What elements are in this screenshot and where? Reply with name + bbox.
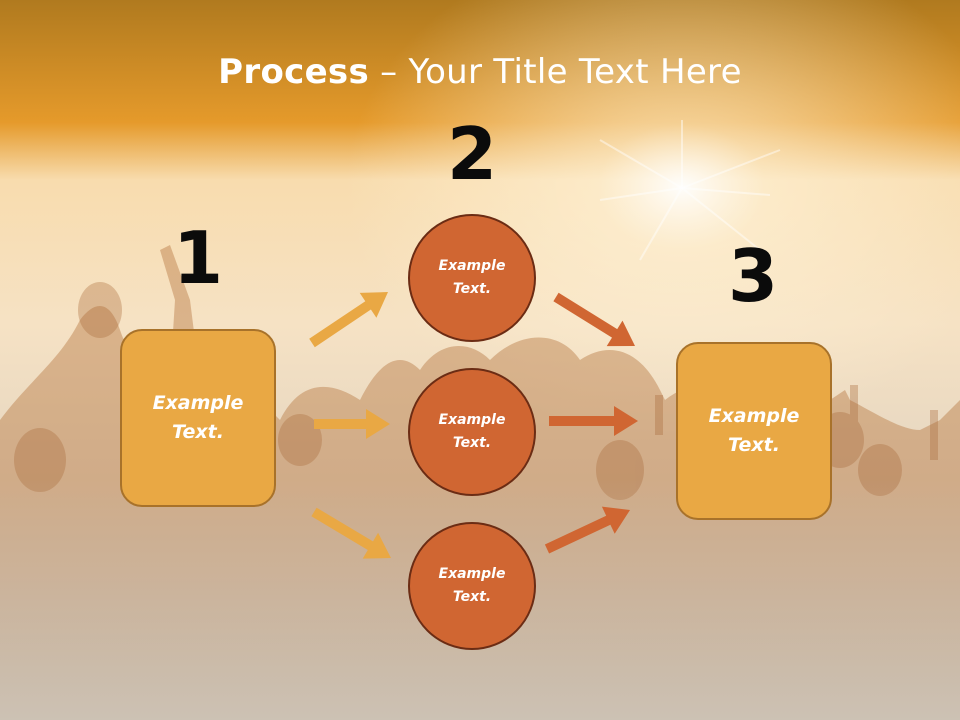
slide-title: Process – Your Title Text Here <box>0 52 960 92</box>
step-1-box[interactable]: Example Text. <box>120 329 276 507</box>
step-number-2: 2 <box>446 112 498 196</box>
arrow-circle3-to-step3 <box>544 506 630 554</box>
arrow-step1-to-circle1 <box>309 292 388 348</box>
process-circle-2[interactable]: Example Text. <box>408 368 536 496</box>
step-3-box[interactable]: Example Text. <box>676 342 832 520</box>
step-3-label: Example Text. <box>708 405 800 456</box>
arrow-circle2-to-step3 <box>549 406 638 436</box>
step-number-3: 3 <box>727 234 779 318</box>
process-circle-1[interactable]: Example Text. <box>408 214 536 342</box>
circle-1-label: Example Text. <box>438 258 506 297</box>
arrow-step1-to-circle3 <box>311 507 391 559</box>
step-1-label: Example Text. <box>152 392 244 443</box>
title-rest: – Your Title Text Here <box>369 52 742 92</box>
arrow-step1-to-circle2 <box>314 409 390 439</box>
circle-2-label: Example Text. <box>438 412 506 451</box>
process-circle-3[interactable]: Example Text. <box>408 522 536 650</box>
step-number-1: 1 <box>172 216 224 300</box>
circle-3-label: Example Text. <box>438 566 506 605</box>
arrow-circle1-to-step3 <box>553 292 635 347</box>
title-strong: Process <box>218 52 370 92</box>
